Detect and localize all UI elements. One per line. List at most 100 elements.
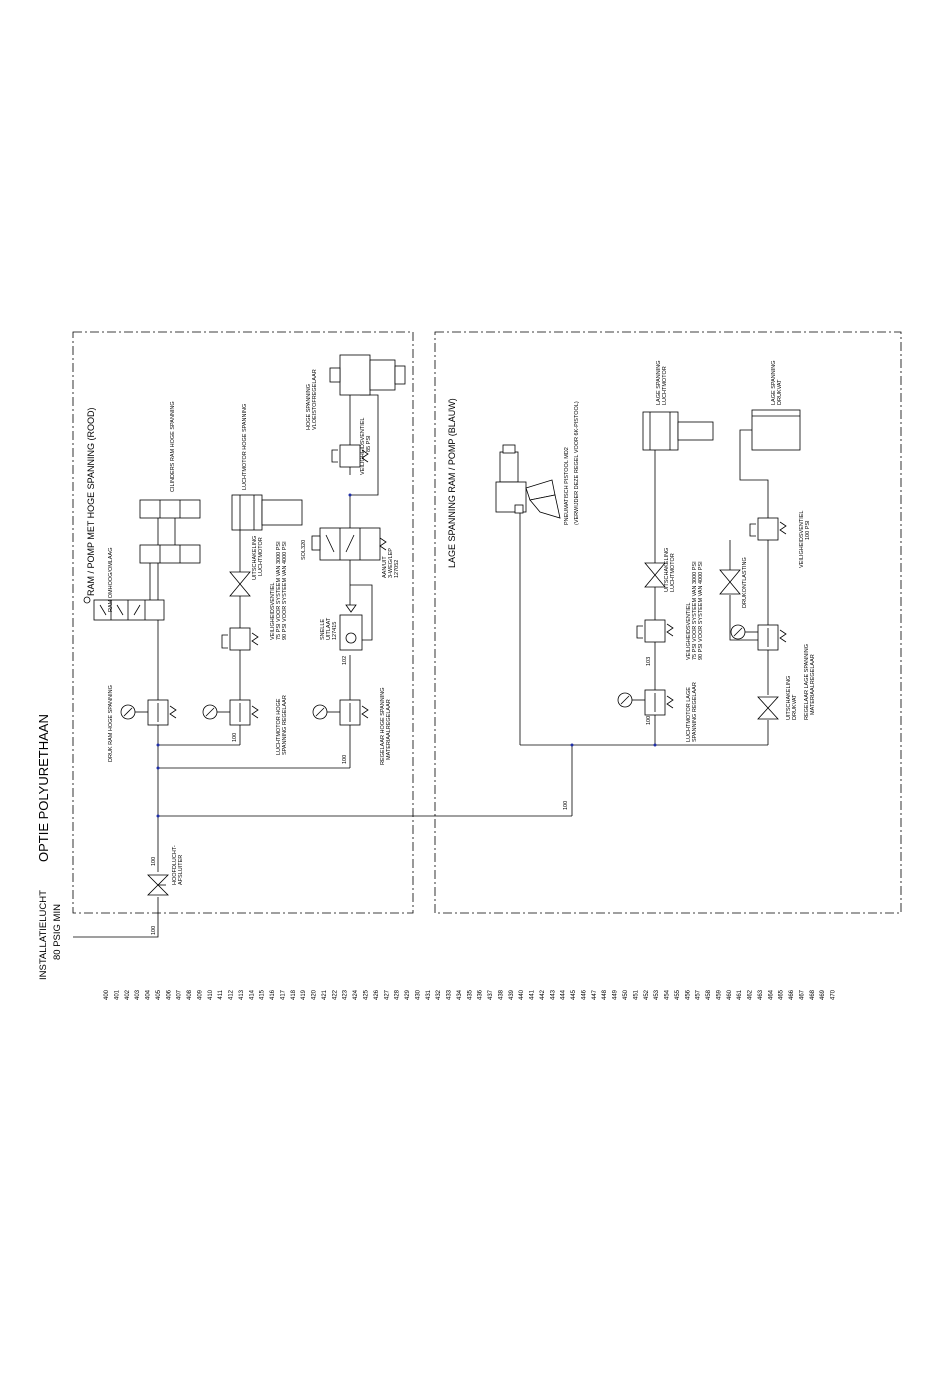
- main-shutoff-valve: [147, 874, 169, 896]
- quick-exhaust: [339, 604, 363, 651]
- line-number: 451: [633, 989, 639, 1000]
- pipe-number: 100: [342, 755, 348, 764]
- air-regulator-high-label-1: LUCHTMOTOR HOGE: [276, 698, 282, 755]
- line-number: 457: [696, 989, 702, 1000]
- pipe-number: 100: [151, 926, 157, 935]
- line-number: 405: [156, 989, 162, 1000]
- line-number: 434: [457, 989, 463, 1000]
- line-number: 417: [281, 989, 287, 1000]
- line-number: 464: [768, 989, 774, 1000]
- supply-label-2: 80 PSIG MIN: [52, 904, 63, 960]
- line-number: 403: [135, 989, 141, 1000]
- line-number: 430: [415, 989, 421, 1000]
- line-number: 418: [291, 989, 297, 1000]
- pneumatic-gun: [495, 444, 561, 519]
- pipe-number: 100: [646, 716, 652, 725]
- line-number: 460: [727, 989, 733, 1000]
- pipe-number: 100: [232, 733, 238, 742]
- safety-low-label-1: VEILIGHEIDSVENTIEL: [686, 603, 692, 660]
- ram-updown-label: RAM OMHOOG/OMLAAG: [108, 548, 114, 612]
- air-regulator-low-label-2: SPANNING REGELAAR: [692, 682, 698, 742]
- line-number: 435: [467, 989, 473, 1000]
- material-regulator-high-label-2: MATERIAALREGELAAR: [386, 699, 392, 760]
- line-number: 449: [613, 989, 619, 1000]
- pressure-relief-valve: [719, 569, 741, 595]
- safety-high-label-3: 90 PSI VOOR SYSTEEM VAN 4000 PSI: [282, 541, 288, 640]
- line-number: 443: [550, 989, 556, 1000]
- line-number: 440: [519, 989, 525, 1000]
- line-number: 409: [197, 989, 203, 1000]
- line-number: 455: [675, 989, 681, 1000]
- line-number: 467: [800, 989, 806, 1000]
- safety-valve-low: [636, 619, 674, 643]
- line-number: 469: [820, 989, 826, 1000]
- material-regulator-low-label-1: REGELAAR LAGE SPANNING: [804, 644, 810, 720]
- line-number: 446: [582, 989, 588, 1000]
- pressure-relief-label: DRUKONTLASTING: [742, 557, 748, 608]
- pot-shutoff-valve: [757, 696, 779, 720]
- air-motor-low: [642, 411, 714, 451]
- pressure-pot-label-2: DRUKVAT: [777, 379, 783, 405]
- safety-low-label-2: 75 PSI VOOR SYSTEEM VAN 3000 PSI: [692, 561, 698, 660]
- main-valve-label-2: AFSLUITER: [178, 855, 184, 885]
- line-number: 445: [571, 989, 577, 1000]
- onoff-label-2: 3-WEG/LEP: [388, 548, 394, 578]
- line-number: 468: [810, 989, 816, 1000]
- junction-dots: [156, 493, 657, 818]
- solenoid-valve: [311, 527, 387, 561]
- regulator-air-motor-high: [202, 699, 259, 726]
- gun-label-2: (VERWIJDER DEZE REGEL VOOR 6K-PISTOOL): [574, 401, 580, 525]
- line-number: 437: [488, 989, 494, 1000]
- air-motor-shutoff-low: [644, 562, 666, 588]
- air-regulator-high-label-2: SPANNING REGELAAR: [282, 695, 288, 755]
- fluid-regulator-label-1: HOGE SPANNING: [306, 384, 312, 430]
- line-number: 410: [208, 989, 214, 1000]
- line-number: 422: [332, 989, 338, 1000]
- quick-exhaust-label-1: SNELLE: [320, 619, 326, 640]
- safety-valve-85: [331, 444, 369, 468]
- line-number: 461: [737, 989, 743, 1000]
- pipe-number: 100: [151, 857, 157, 866]
- regulator-material-low: [730, 624, 787, 651]
- line-number: 470: [831, 989, 837, 1000]
- regulator-air-motor-low: [617, 689, 674, 716]
- air-motor-low-label-1: LAGE SPANNING: [656, 360, 662, 405]
- pipe-number: 100: [563, 801, 569, 810]
- ram-pressure-label: DRUK RAM HOGE SPANNING: [108, 685, 114, 762]
- line-number: 459: [716, 989, 722, 1000]
- line-number: 441: [530, 989, 536, 1000]
- line-number: 420: [312, 989, 318, 1000]
- pipe-number: 103: [646, 657, 652, 666]
- pot-shutoff-label-2: DRUKVAT: [792, 694, 798, 720]
- air-motor-shutoff-high: [229, 571, 251, 597]
- line-number: 424: [353, 989, 359, 1000]
- line-number: 436: [478, 989, 484, 1000]
- quick-exhaust-label-2: UITLAAT: [326, 617, 332, 640]
- onoff-label-3: 127052: [394, 560, 400, 578]
- safety-low-label-3: 90 PSI VOOR SYSTEEM VAN 4000 PSI: [698, 561, 704, 660]
- shutoff-low-label-1: UITSCHAKELING: [664, 548, 670, 592]
- line-number: 415: [260, 989, 266, 1000]
- line-number: 433: [447, 989, 453, 1000]
- line-number: 408: [187, 989, 193, 1000]
- safety-85-label-2: 85 PSI: [366, 435, 372, 452]
- line-number: 401: [114, 989, 120, 1000]
- safety-100-label-2: 100 PSI: [805, 520, 811, 540]
- air-motor-high: [231, 494, 303, 531]
- section-title-low: LAGE SPANNING RAM / POMP (BLAUW): [447, 398, 457, 568]
- line-number: 421: [322, 989, 328, 1000]
- safety-valve-high: [221, 627, 259, 651]
- air-regulator-low-label-1: LUCHTMOTOR LAGE: [686, 687, 692, 742]
- line-number: 454: [665, 989, 671, 1000]
- pressure-pot: [751, 409, 801, 451]
- safety-high-label-2: 75 PSI VOOR SYSTEEM VAN 3000 PSI: [276, 541, 282, 640]
- line-number: 413: [239, 989, 245, 1000]
- regulator-material-high: [312, 699, 369, 726]
- fluid-regulator-label-2: VLOEISTOFREGELAAR: [312, 369, 318, 430]
- line-number: 404: [146, 989, 152, 1000]
- supply-label-1: INSTALLATIELUCHT: [38, 890, 49, 980]
- main-valve-label-1: HOOFDLUCHT-: [172, 845, 178, 885]
- low-pressure-boundary: [434, 331, 902, 914]
